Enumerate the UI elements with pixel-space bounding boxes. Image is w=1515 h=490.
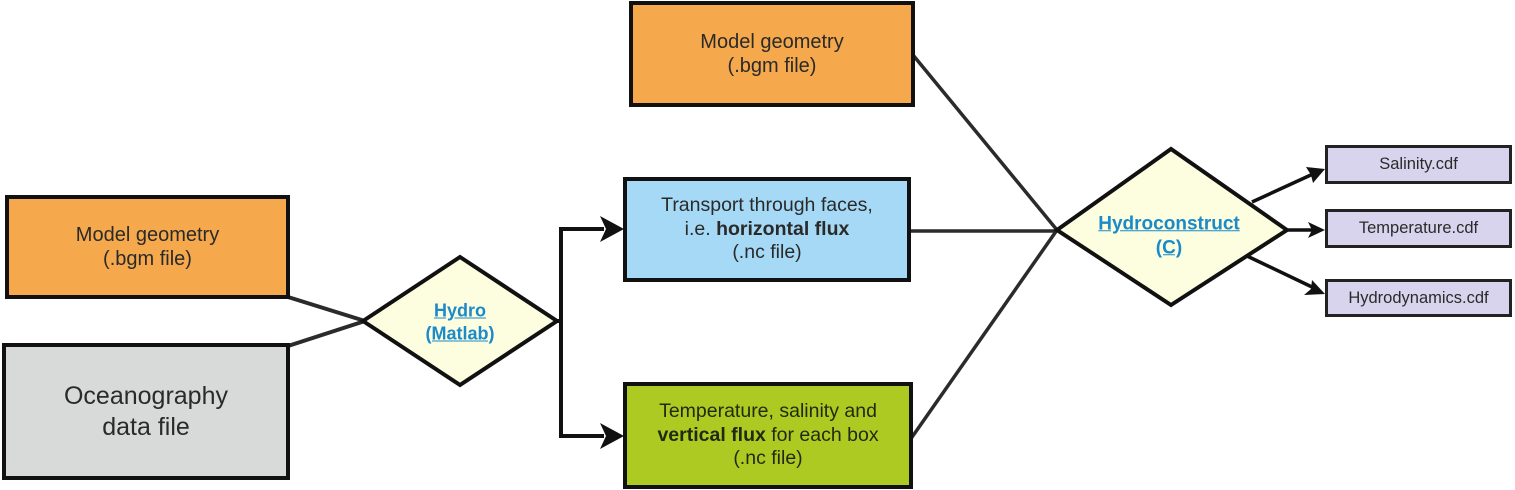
geometry-top-title: Model geometry (700, 30, 844, 53)
vertical-line1: Temperature, salinity and (659, 399, 877, 422)
horizontal-flux-emphasis: horizontal flux (716, 217, 850, 240)
ocean-subtitle: data file (102, 412, 190, 441)
geometry-left-title: Model geometry (75, 223, 220, 246)
connector-vertical-to-hydroconstruct (908, 228, 1059, 442)
arrowhead-to-salinity (1306, 167, 1325, 183)
geometry-left-subtitle: (.bgm file) (103, 248, 192, 270)
arrowhead-to-horizontal (600, 216, 624, 242)
vertical-flux-file[interactable]: Temperature, salinity and vertical flux … (623, 382, 913, 489)
geometry-top-subtitle: (.bgm file) (727, 55, 817, 77)
hydroconstruct-link[interactable]: Hydroconstruct (C) (1098, 212, 1239, 260)
vertical-flux-emphasis: vertical flux (657, 423, 766, 446)
connector-hydro-branch (557, 227, 604, 323)
connector-geometry-top-to-hydroconstruct (911, 53, 1059, 232)
connector-geometry-to-hydro (287, 295, 366, 323)
output-salinity-cdf[interactable]: Salinity.cdf (1325, 145, 1512, 184)
horizontal-line2: i.e. horizontal flux (685, 218, 850, 242)
connector-to-salinity (1251, 172, 1314, 204)
horizontal-line2-prefix: i.e. (684, 217, 717, 240)
output-temperature-cdf[interactable]: Temperature.cdf (1325, 209, 1512, 248)
hydro-link-language[interactable]: (Matlab) (425, 323, 495, 343)
hydro-link-name[interactable]: Hydro (433, 300, 486, 321)
output-hydrodynamics-label: Hydrodynamics.cdf (1348, 288, 1489, 307)
arrowhead-to-temperature (1308, 222, 1325, 238)
horizontal-line1: Transport through faces, (661, 193, 873, 216)
connector-hydro-branch-lower (559, 321, 604, 438)
hydroconstruct-link-name[interactable]: Hydroconstruct (1098, 213, 1240, 235)
input-model-geometry-left[interactable]: Model geometry (.bgm file) (5, 195, 290, 299)
horizontal-flux-file[interactable]: Transport through faces, i.e. horizontal… (623, 177, 911, 282)
arrowhead-to-hydrodynamics (1304, 280, 1325, 295)
vertical-line3: (.nc file) (733, 447, 803, 470)
arrowhead-to-vertical (600, 423, 624, 449)
input-model-geometry-top[interactable]: Model geometry (.bgm file) (629, 1, 915, 107)
vertical-line2-suffix: for each box (765, 423, 879, 446)
input-oceanography-data[interactable]: Oceanography data file (2, 343, 290, 480)
hydroconstruct-link-language[interactable]: (C) (1155, 237, 1183, 258)
output-salinity-label: Salinity.cdf (1379, 155, 1458, 173)
connector-to-hydrodynamics (1246, 254, 1313, 289)
hydro-link[interactable]: Hydro (Matlab) (426, 300, 495, 345)
vertical-line2: vertical flux for each box (657, 424, 878, 448)
ocean-title: Oceanography (63, 382, 228, 410)
output-hydrodynamics-cdf[interactable]: Hydrodynamics.cdf (1325, 279, 1512, 317)
horizontal-line3: (.nc file) (732, 241, 802, 264)
output-temperature-label: Temperature.cdf (1358, 219, 1479, 237)
connector-ocean-to-hydro (287, 319, 366, 348)
